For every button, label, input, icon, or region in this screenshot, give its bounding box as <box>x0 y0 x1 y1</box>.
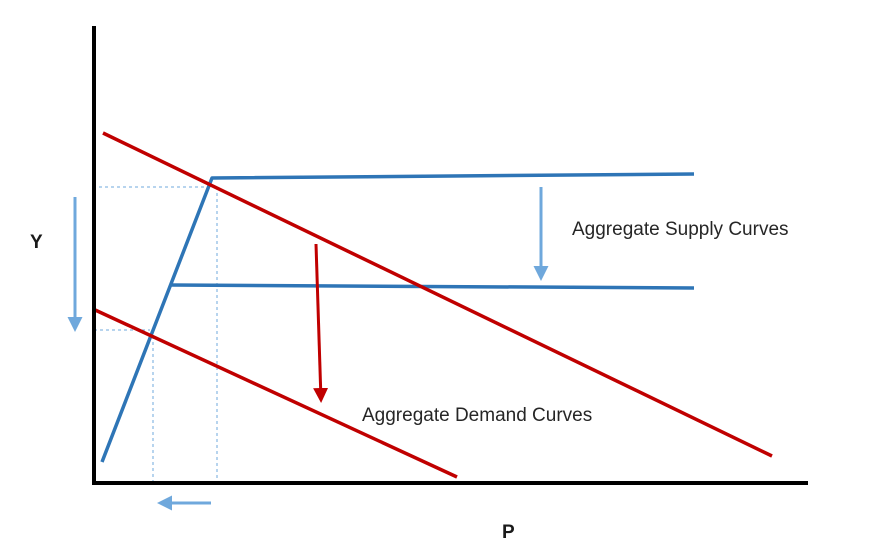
y-axis-label: Y <box>30 232 43 253</box>
demand-curves-label: Aggregate Demand Curves <box>362 405 592 426</box>
x-axis-label: P <box>502 522 515 543</box>
demand-curve-lower <box>92 307 458 479</box>
demand-shift-arrow <box>313 243 329 403</box>
demand-curve-upper <box>102 131 773 458</box>
supply-curves-label: Aggregate Supply Curves <box>572 219 789 240</box>
supply-curve-upper <box>100 172 695 463</box>
supply-curve-lower <box>170 283 695 290</box>
